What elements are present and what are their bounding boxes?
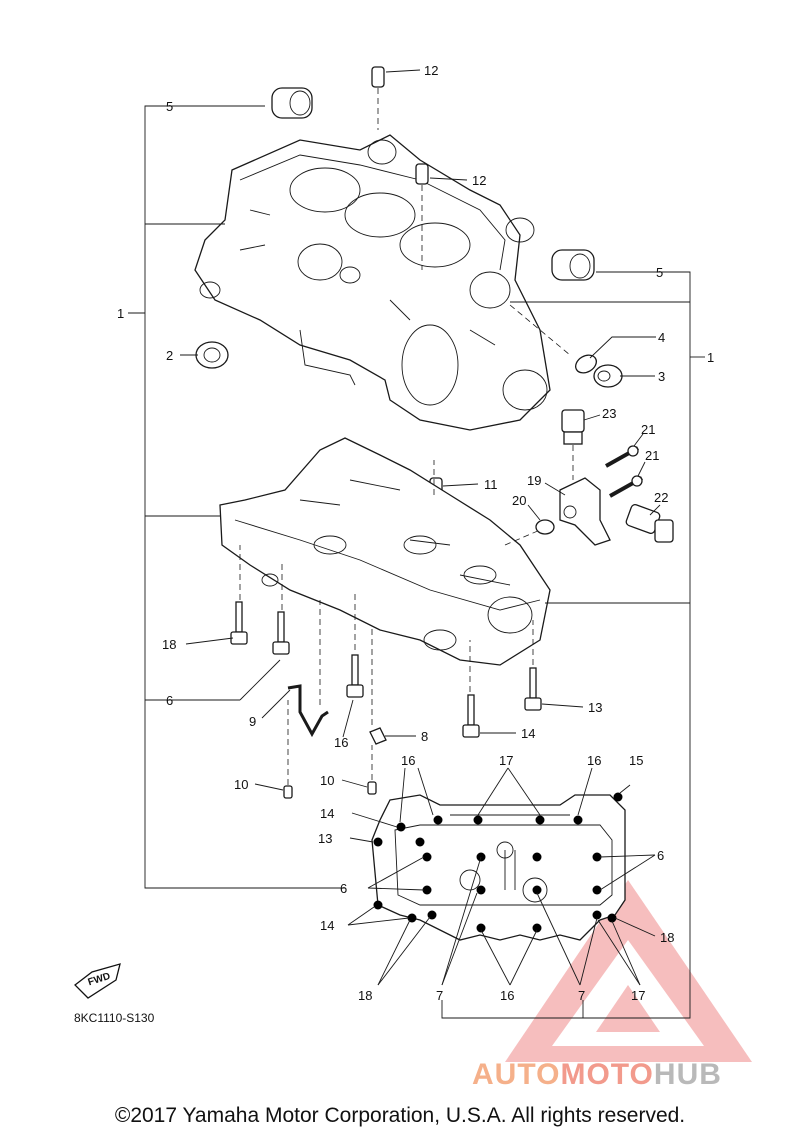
o-ring-20 [535,519,555,535]
sensor-22 [625,504,674,543]
bolt-13 [524,667,542,711]
bolt-14 [462,694,480,738]
bolt-16-left [272,611,290,655]
callout-12: 12 [472,173,486,188]
bolt-10-right [367,781,377,795]
watermark-brand-text: AUTOMOTOHUB [472,1058,722,1092]
callout-18: 18 [358,988,372,1003]
engine-mount-5-top [271,87,313,119]
alignment-lines [239,88,574,785]
callout-19: 19 [527,473,541,488]
callout-10: 10 [234,777,248,792]
bolt-hole-dot [532,852,542,862]
callout-13: 13 [318,831,332,846]
callout-4: 4 [658,330,665,345]
bolt-hole-dot [535,815,545,825]
callout-1: 1 [707,350,714,365]
pipe-9 [287,684,329,738]
callout-23: 23 [602,406,616,421]
callout-5: 5 [166,99,173,114]
plug-3 [593,364,623,388]
dowel-pin-12-top [371,66,385,88]
callout-6: 6 [657,848,664,863]
callout-9: 9 [249,714,256,729]
bolt-hole-dot [573,815,583,825]
lower-crankcase [219,437,551,666]
o-ring-4 [575,354,597,374]
watermark-part-hub: HUB [653,1058,722,1091]
callout-17: 17 [499,753,513,768]
reference-code: 8KC1110-S130 [74,1011,155,1025]
upper-crankcase [194,134,551,431]
bolt-16-center [346,654,364,698]
bolt-18-left [230,601,248,645]
callout-14: 14 [521,726,535,741]
callouts: 1 1 2 3 4 5 5 6 6 6 7 7 8 9 10 10 11 12 … [117,63,714,1003]
dowel-pin-12-mid [415,163,429,185]
tightening-sequence-diagram [371,794,626,941]
callout-8: 8 [421,729,428,744]
callout-16: 16 [334,735,348,750]
bolt-21-upper [605,445,639,468]
bolt-hole-dot [373,837,383,847]
bolt-hole-dot [373,900,383,910]
callout-16: 16 [587,753,601,768]
bolt-21-lower [609,475,643,498]
callout-7: 7 [436,988,443,1003]
plug-2 [195,341,229,369]
bolt-hole-dot [607,913,617,923]
callout-16: 16 [401,753,415,768]
bolt-hole-dot [396,822,406,832]
clamp-8 [369,727,387,745]
callout-18: 18 [162,637,176,652]
watermark-part-moto: MOTO [560,1058,654,1091]
callout-3: 3 [658,369,665,384]
callout-12: 12 [424,63,438,78]
callout-6: 6 [166,693,173,708]
bolt-hole-dot [613,792,623,802]
bolt-hole-dot [532,885,542,895]
watermark-part-auto: AUTO [472,1058,561,1091]
bolt-hole-dot [422,852,432,862]
fwd-arrow-icon: FWD [74,963,121,999]
callout-1: 1 [117,306,124,321]
callout-13: 13 [588,700,602,715]
callout-15: 15 [629,753,643,768]
callout-16: 16 [500,988,514,1003]
bracket-19 [559,477,611,546]
leader-lines [128,69,705,1019]
bolt-hole-dot [433,815,443,825]
bolt-hole-dot [476,885,486,895]
bolt-10-left [283,785,293,799]
callout-2: 2 [166,348,173,363]
bolt-hole-dot [473,815,483,825]
callout-22: 22 [654,490,668,505]
callout-14: 14 [320,918,334,933]
bolt-hole-dot [592,852,602,862]
callout-5: 5 [656,265,663,280]
callout-21: 21 [641,422,655,437]
copyright-notice: ©2017 Yamaha Motor Corporation, U.S.A. A… [114,1104,686,1127]
bolt-hole-dot [415,837,425,847]
bolt-hole-dot [592,885,602,895]
callout-14: 14 [320,806,334,821]
callout-21: 21 [645,448,659,463]
callout-17: 17 [631,988,645,1003]
bolt-hole-dot [422,885,432,895]
bolt-hole-dot [592,910,602,920]
engine-mount-5-right [551,249,595,281]
callout-10: 10 [320,773,334,788]
callout-6: 6 [340,881,347,896]
bolt-hole-dots [373,792,623,933]
callout-18: 18 [660,930,674,945]
oil-pressure-switch-23 [561,409,585,445]
callout-20: 20 [512,493,526,508]
bolt-hole-dot [476,923,486,933]
bolt-hole-dot [532,923,542,933]
callout-11: 11 [484,477,498,492]
callout-7: 7 [578,988,585,1003]
